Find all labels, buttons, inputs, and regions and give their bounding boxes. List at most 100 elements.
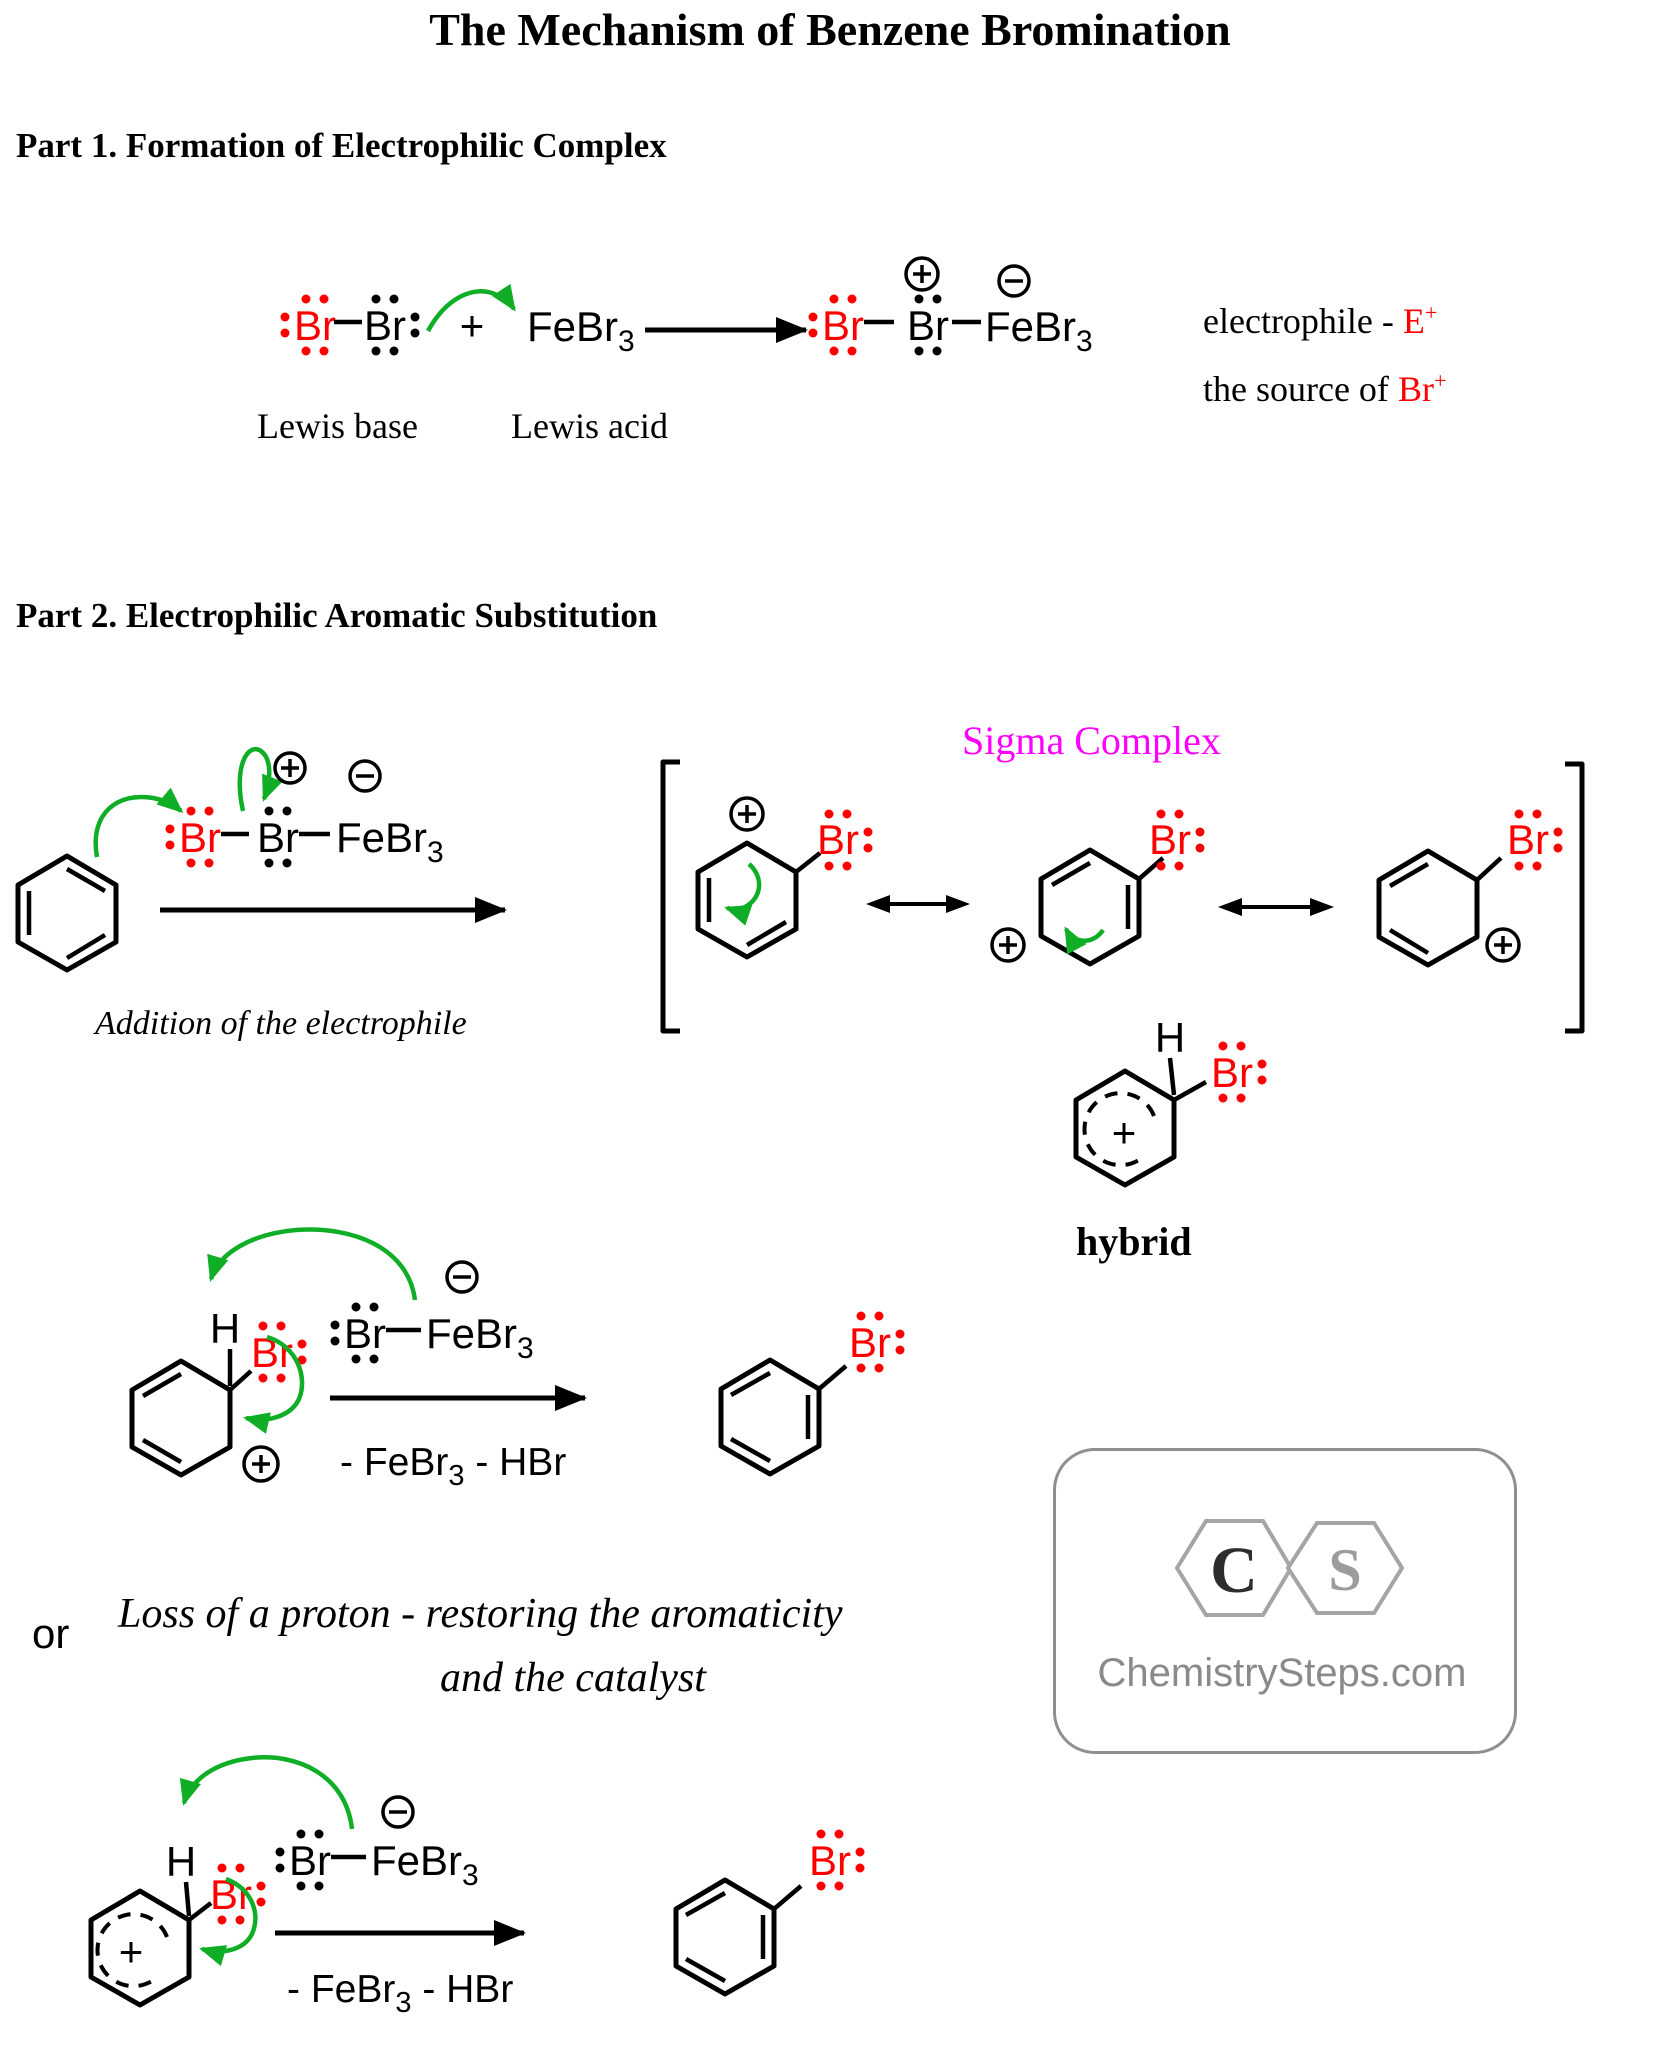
double-bond (65, 933, 107, 960)
double-bond (65, 867, 107, 893)
atom-br: Br (849, 1319, 891, 1366)
double-bond (141, 1372, 183, 1398)
lone-pairs-black-br (275, 1829, 324, 1891)
lone-pairs-red-br (1156, 809, 1205, 871)
atom-br: Br (817, 816, 859, 863)
febr3-subscript: 3 (427, 836, 444, 869)
c-br-bond (1137, 856, 1165, 881)
febr3-subscript: 3 (462, 1859, 479, 1892)
loss-caption-line2: and the catalyst (440, 1655, 706, 1701)
plus-charge-icon (904, 256, 940, 292)
part1-heading: Part 1. Formation of Electrophilic Compl… (16, 126, 667, 165)
page-title: The Mechanism of Benzene Bromination (429, 4, 1231, 55)
febr3-text: FeBr (426, 1310, 517, 1357)
lewis-acid-label: Lewis acid (511, 406, 668, 446)
byproducts-label: - FeBr3 - HBr (340, 1441, 566, 1492)
resonance-arrow-1 (866, 895, 970, 913)
plus-charge-icon (729, 796, 765, 832)
lone-pairs-red-br (165, 806, 214, 868)
right-bracket (1565, 761, 1585, 1034)
loss-caption-line1: Loss of a proton - restoring the aromati… (118, 1591, 843, 1637)
curved-arrow-bond-loop (237, 747, 283, 812)
lone-pairs-red-br (1514, 809, 1563, 871)
atom-br: Br (907, 302, 949, 349)
byproducts-prefix: - FeBr (287, 1968, 395, 2011)
electrophile-note: electrophile - E+ (1203, 301, 1438, 341)
febr3-text: FeBr (336, 814, 427, 861)
double-bond (745, 920, 788, 947)
byproducts-suffix: - HBr (464, 1441, 566, 1484)
atom-br: Br (822, 302, 864, 349)
double-bond (1050, 861, 1092, 887)
delocalization-arc (95, 1912, 169, 1989)
byproducts-label: - FeBr3 - HBr (287, 1968, 513, 2019)
atom-br: Br (344, 1310, 386, 1357)
minus-charge-icon (445, 1260, 479, 1294)
sigma-complex-resonance-1: Br (695, 796, 873, 960)
atom-br: Br (809, 1837, 851, 1884)
febr3-text: FeBr (527, 303, 618, 350)
lone-pairs-red-br (280, 294, 329, 356)
double-bond (1388, 928, 1430, 955)
double-bond (1388, 862, 1430, 888)
c-br-bond (187, 1901, 213, 1922)
double-bond (684, 1957, 727, 1983)
lone-pairs-black-br (914, 294, 942, 356)
atom-br: Br (364, 302, 406, 349)
electrophile-complex: Br Br FeBr3 (165, 747, 444, 869)
sigma-complex-label: Sigma Complex (962, 718, 1221, 763)
ring-plus-charge: + (119, 1928, 144, 1975)
logo-site-text: ChemistrySteps.com (1097, 1651, 1467, 1695)
sigma-complex-resonance-2: Br (990, 809, 1205, 967)
br2-molecule: Br Br (280, 294, 420, 356)
logo-letter-s: S (1328, 1537, 1361, 1603)
lone-pairs-black-br (264, 806, 292, 868)
atom-br: Br (289, 1837, 331, 1884)
ring-plus-charge: + (1112, 1109, 1137, 1156)
electrophile-symbol: E (1402, 301, 1425, 341)
source-charge: + (1433, 368, 1447, 393)
curved-arrow-benzene-to-br (93, 787, 184, 858)
curved-arrow-ch-to-ring (243, 1334, 305, 1434)
c-br-bond (772, 1884, 803, 1911)
febr3-subscript: 3 (618, 325, 635, 358)
double-bond (141, 1438, 183, 1464)
lone-pairs-red-br (856, 1311, 905, 1373)
c-br-bond (1172, 1080, 1208, 1102)
atom-h: H (1155, 1014, 1185, 1061)
lone-pairs-red-br (816, 1829, 865, 1891)
febr3-text: FeBr (985, 303, 1076, 350)
lone-pairs-black-br (371, 294, 420, 356)
double-bond (684, 1891, 727, 1917)
left-bracket (660, 759, 680, 1034)
addition-caption: Addition of the electrophile (95, 1005, 467, 1042)
byproducts-subscript: 3 (395, 1987, 411, 2019)
c-br-bond (817, 1364, 848, 1391)
lone-pairs-black-br (330, 1302, 379, 1364)
plus-charge-icon (242, 1445, 280, 1483)
part2-heading: Part 2. Electrophilic Aromatic Substitut… (16, 596, 658, 635)
lone-pairs-red-br (258, 1321, 307, 1383)
curved-arrow-base-to-h (179, 1755, 355, 1830)
resonance-arrow-2 (1218, 898, 1334, 916)
c-br-bond (228, 1369, 253, 1392)
byproducts-suffix: - HBr (411, 1968, 513, 2011)
lone-pairs-red-br (1218, 1041, 1267, 1103)
lewis-base-label: Lewis base (257, 406, 418, 446)
plus-charge-icon (273, 751, 307, 785)
electrophile-prefix: electrophile - (1203, 301, 1403, 341)
byproducts-prefix: - FeBr (340, 1441, 448, 1484)
curved-arrow-br-to-febr3 (426, 283, 516, 333)
c-h-bond (1167, 1057, 1177, 1096)
plus-charge-icon (1485, 927, 1521, 963)
source-prefix: the source of (1203, 369, 1398, 409)
febr3-text: FeBr (371, 1837, 462, 1884)
atom-br: Br (1507, 816, 1549, 863)
br-br-febr3-complex: Br Br FeBr3 (808, 256, 1093, 358)
plus-charge-icon (990, 927, 1026, 963)
curved-arrow-ring (724, 862, 762, 926)
tetrabromoferrate-anion: Br FeBr3 (330, 1260, 534, 1365)
benzene-reactant (15, 853, 119, 973)
